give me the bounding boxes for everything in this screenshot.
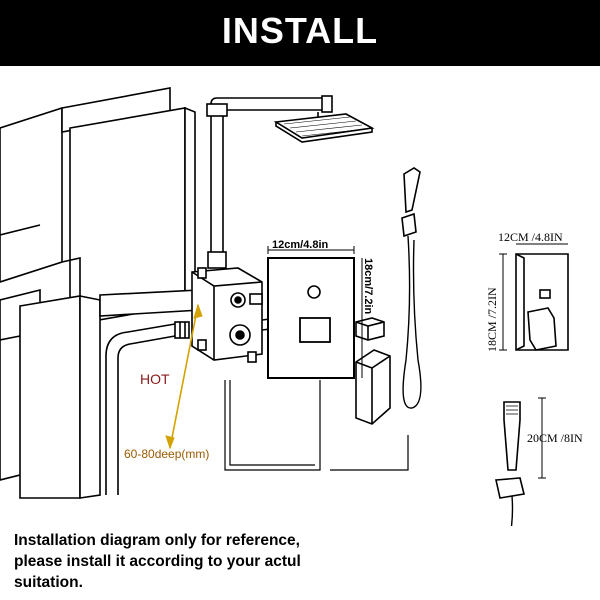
rain-shower-head [273,112,375,143]
disclaimer-note: Installation diagram only for reference,… [14,530,374,593]
depth-label: 60-80deep(mm) [124,447,209,461]
note-line: suitation. [14,574,83,591]
hot-water-pipe [105,321,190,495]
side-view-handheld [495,397,546,526]
side-view-trim [499,243,569,351]
header-banner: INSTALL [0,0,600,66]
note-line: please install it according to your actu… [14,553,301,570]
note-line: Installation diagram only for reference, [14,532,300,549]
supply-lines [224,380,409,471]
depth-arrow [165,303,203,450]
trim-plate [267,257,355,379]
page-title: INSTALL [221,10,379,51]
shower-riser [206,95,333,269]
install-diagram: 12cm/4.8in 18cm/7.2in HOT 60-80deep(mm) … [0,87,583,526]
hot-label: HOT [140,371,170,387]
wall [0,87,201,499]
hand-shower [401,167,422,409]
valve-body [191,267,279,363]
knob-part [355,317,385,341]
side-height-label: 18CM /7.2IN [485,287,499,352]
handheld-length-label: 20CM /8IN [527,431,583,445]
panel-height-label: 18cm/7.2in [362,258,374,315]
panel-dimension-lines [267,246,363,378]
side-width-label: 12CM /4.8IN [498,230,563,244]
lever-handle-part [355,349,391,425]
panel-width-label: 12cm/4.8in [272,239,329,251]
